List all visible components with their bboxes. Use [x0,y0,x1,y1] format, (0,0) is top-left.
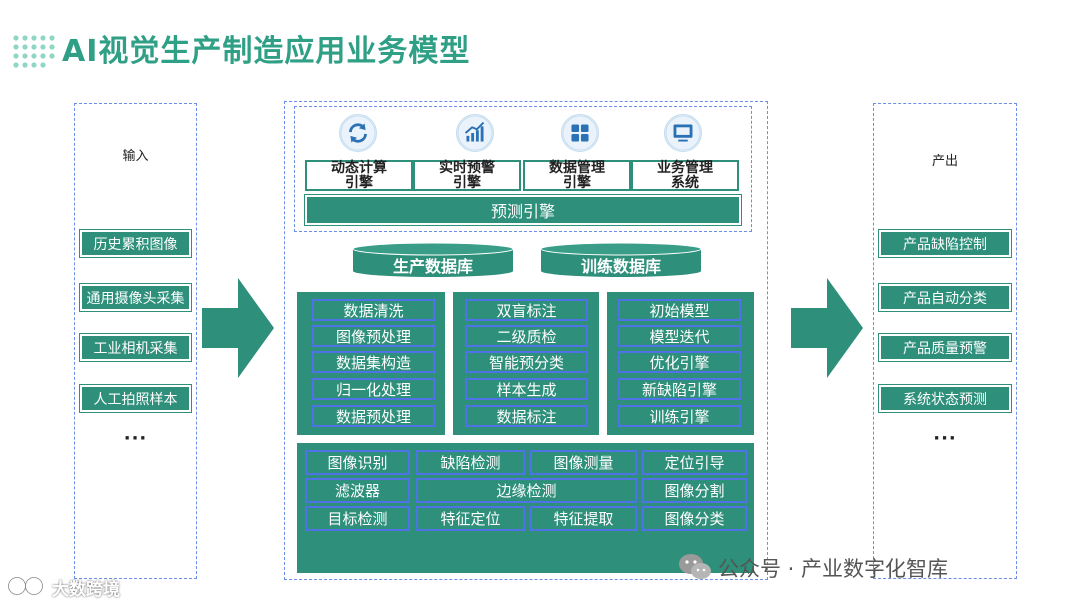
input-more: ··· [123,428,148,449]
engine-line1: 实时预警 [439,159,495,176]
engine-box: 实时预警引擎 [413,160,521,191]
label-cell: 样本生成 [465,378,588,400]
output-label: 产出 [931,154,958,169]
database-cylinder-icon [352,242,514,277]
output-more: ··· [933,428,957,449]
algorithm-cell: 特征定位 [416,506,525,531]
algorithm-cell: 图像识别 [305,450,410,475]
engine-line1: 数据管理 [549,159,605,176]
output-item: 产品自动分类 [879,284,1011,311]
algorithm-cell: 图像分类 [642,506,747,531]
algorithm-cell: 特征提取 [530,506,637,531]
data-grid-icon [561,114,599,152]
predict-engine-bar: 预测引擎 [305,195,741,225]
input-item: 历史累积图像 [80,230,191,257]
algorithm-cell: 图像测量 [530,450,637,475]
train-cell: 模型迭代 [618,325,741,347]
output-item: 产品缺陷控制 [879,230,1011,257]
train-cell: 新缺陷引擎 [618,378,741,400]
engine-box: 数据管理引擎 [523,160,631,191]
input-item: 工业相机采集 [80,334,191,361]
input-item: 通用摄像头采集 [80,284,191,311]
growth-chart-icon [456,114,494,152]
process-cell: 数据集构造 [312,351,435,373]
process-cell: 数据清洗 [312,299,435,321]
engine-line2: 引擎 [453,174,481,191]
input-item: 人工拍照样本 [80,385,191,412]
algorithm-cell: 边缘检测 [416,478,637,503]
engine-box: 动态计算引擎 [305,160,413,191]
train-cell: 初始模型 [618,299,741,321]
page-title: AI视觉生产制造应用业务模型 [62,34,471,69]
wechat-icon [679,554,711,579]
algorithm-cell: 目标检测 [305,506,410,531]
algorithm-cell: 图像分割 [642,478,747,503]
input-label: 输入 [122,149,149,164]
algorithm-cell: 定位引导 [642,450,747,475]
train-cell: 优化引擎 [618,351,741,373]
engine-line1: 动态计算 [331,159,387,176]
arrow-right-icon [791,278,863,378]
output-panel [873,103,1017,579]
output-item: 产品质量预警 [879,334,1011,361]
label-cell: 数据标注 [465,405,588,427]
monitor-icon [664,114,702,152]
database-label: 生产数据库 [392,257,473,276]
brand-logo-icon [8,577,43,595]
algorithm-cell: 缺陷检测 [416,450,525,475]
process-cell: 归一化处理 [312,378,435,400]
engine-box: 业务管理系统 [631,160,739,191]
process-cell: 数据预处理 [312,405,435,427]
database-cylinder-icon [540,242,702,277]
engine-line2: 引擎 [563,174,591,191]
label-cell: 二级质检 [465,325,588,347]
process-cell: 图像预处理 [312,325,435,347]
engine-line2: 引擎 [345,174,373,191]
engine-line1: 业务管理 [657,159,713,176]
engine-line2: 系统 [671,174,699,191]
center-panel [284,101,768,580]
output-item: 系统状态预测 [879,385,1011,412]
refresh-icon [339,114,377,152]
train-cell: 训练引擎 [618,405,741,427]
label-cell: 双盲标注 [465,299,588,321]
dots-decoration-icon [13,35,55,68]
engine-panel [294,106,752,232]
label-cell: 智能预分类 [465,351,588,373]
wechat-watermark: 公众号 · 产业数字化智库 [718,557,949,581]
input-panel [74,103,197,579]
brand-watermark: 大数跨境 [52,580,120,600]
database-label: 训练数据库 [580,257,661,276]
algorithm-cell: 滤波器 [305,478,410,503]
arrow-right-icon [202,278,274,378]
